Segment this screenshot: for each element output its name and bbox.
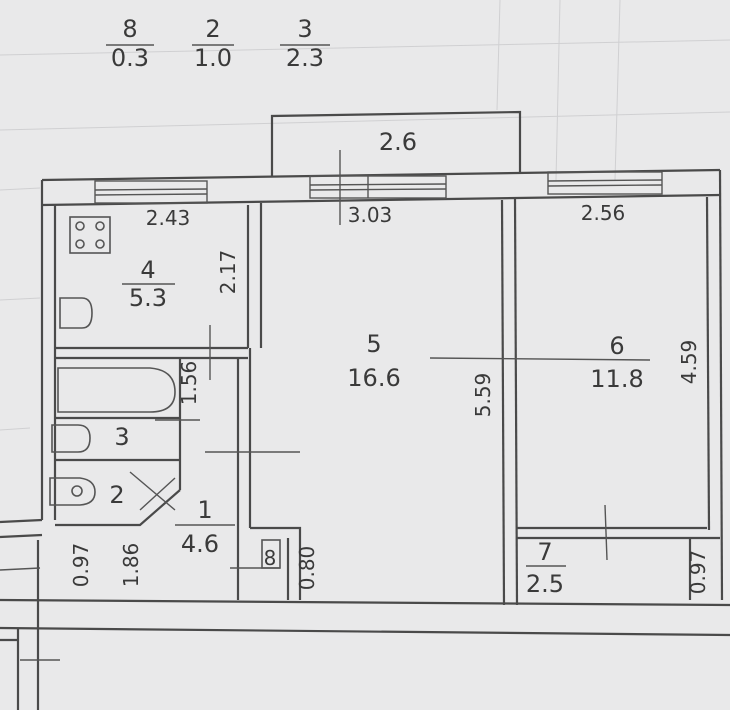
balcony: 2.6 [270,110,522,176]
dim-closet8: 0.80 [295,546,319,591]
paper-grid [0,0,730,431]
room-3-number: 3 [114,423,129,451]
sink-icon [59,297,93,329]
toilet-icon [49,477,96,506]
dim-kitchen-width: 2.43 [146,206,191,230]
legend-room-8: 8 [122,15,137,43]
washbasin-icon [51,424,91,453]
room-2-number: 2 [109,481,124,509]
stove-icon [69,216,111,254]
dim-room6-width: 2.56 [581,201,626,225]
legend: 8 0.3 2 1.0 3 2.3 [106,15,330,72]
exterior-walls [40,150,724,601]
fixtures [49,216,281,569]
dim-kitchen-depth: 2.17 [216,250,240,295]
legend-room-3: 3 [297,15,312,43]
dim-room7-side: 0.97 [686,550,710,595]
room-5-number: 5 [366,330,381,358]
legend-area-2: 1.0 [194,44,232,72]
dim-bath-depth: 1.56 [177,361,201,406]
room-6-area: 11.8 [590,365,643,393]
bathtub-icon [57,367,176,413]
dim-room5-width: 3.03 [348,203,393,227]
dimension-labels: 2.43 2.17 3.03 5.59 2.56 4.59 1.56 0.97 … [69,201,710,594]
room-7-area: 2.5 [526,570,564,598]
room-6-number: 6 [609,332,624,360]
room-4-number: 4 [140,256,155,284]
room-labels: 4 5.3 5 16.6 6 11.8 1 4.6 3 2 7 2.5 8 [109,256,643,598]
interior-walls [0,198,730,710]
room-1-number: 1 [197,496,212,524]
dim-room6-depth: 4.59 [677,340,701,385]
balcony-width-label: 2.6 [379,128,417,156]
legend-room-2: 2 [205,15,220,43]
room-7-number: 7 [537,538,552,566]
dim-room5-depth: 5.59 [471,373,495,418]
dim-hall-left: 0.97 [69,543,93,588]
dimension-ticks [129,325,651,569]
dim-hall-mid: 1.86 [119,543,143,588]
room-8-number: 8 [264,546,277,570]
closet-door-icon [261,539,281,569]
room-1-area: 4.6 [181,530,219,558]
room-5-area: 16.6 [347,364,400,392]
room-4-area: 5.3 [129,284,167,312]
legend-area-3: 2.3 [286,44,324,72]
legend-area-8: 0.3 [111,44,149,72]
